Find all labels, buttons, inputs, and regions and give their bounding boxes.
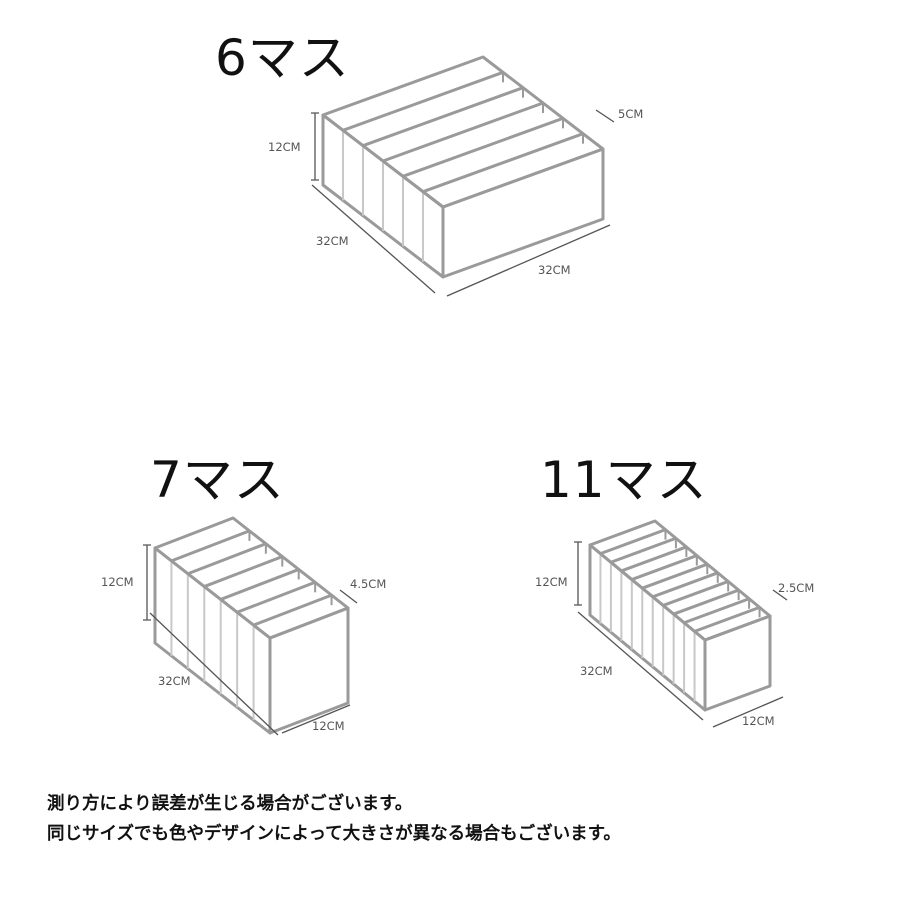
divider-top-edge <box>402 116 564 178</box>
note-measurement-error: 測り方により誤差が生じる場合がございます。 <box>47 794 413 814</box>
divider-top-edge <box>382 101 544 163</box>
box-6-compartments <box>321 55 605 279</box>
divider-top-edge <box>362 86 524 148</box>
box7-width-label: 12CM <box>312 719 345 733</box>
box7-height-label: 12CM <box>101 575 134 589</box>
divider-top-edge <box>220 568 300 601</box>
divider-top-edge <box>599 528 666 556</box>
box-front-face <box>703 614 772 712</box>
box7-slot-label: 4.5CM <box>350 577 386 591</box>
divider-top-edge <box>694 605 761 633</box>
divider-top-edge <box>342 70 504 132</box>
box7-depth-label: 32CM <box>158 674 191 688</box>
box6-depth-label: 32CM <box>316 234 349 248</box>
divider-top-edge <box>673 588 740 616</box>
box-top-rim <box>588 519 772 642</box>
divider-top-edge <box>652 571 719 599</box>
divider-top-edge <box>253 593 333 627</box>
box-11-compartments <box>588 519 772 712</box>
dimension-lines <box>143 109 788 736</box>
box-7-compartments <box>153 516 350 735</box>
divider-top-edge <box>422 132 584 194</box>
title-7-compartments: 7マス <box>150 451 285 509</box>
box-front-face <box>268 606 350 735</box>
box6-slot-label: 5CM <box>618 107 643 121</box>
divider-top-edge <box>203 555 283 588</box>
divider-top-edge <box>631 554 698 581</box>
divider-top-edge <box>187 542 267 576</box>
box-front-face <box>441 147 605 279</box>
divider-top-edge <box>683 597 750 625</box>
box-top-rim <box>321 55 605 209</box>
divider-top-edge <box>662 580 729 607</box>
divider-top-edge <box>641 562 708 590</box>
title-11-compartments: 11マス <box>540 451 708 509</box>
box11-depth-label: 32CM <box>580 664 613 678</box>
divider-top-edge <box>620 545 687 573</box>
divider-top-edge <box>236 580 316 614</box>
box11-height-label: 12CM <box>535 575 568 589</box>
box6-height-label: 12CM <box>268 140 301 154</box>
divider-top-edge <box>610 536 677 564</box>
divider-top-edge <box>170 529 250 563</box>
note-size-variation: 同じサイズでも色やデザインによって大きさが異なる場合もございます。 <box>47 824 621 844</box>
box11-width-label: 12CM <box>742 714 775 728</box>
box11-slot-label: 2.5CM <box>778 581 814 595</box>
title-6-compartments: 6マス <box>215 29 350 87</box>
box6-width-label: 32CM <box>538 263 571 277</box>
box-top-rim <box>153 516 350 640</box>
